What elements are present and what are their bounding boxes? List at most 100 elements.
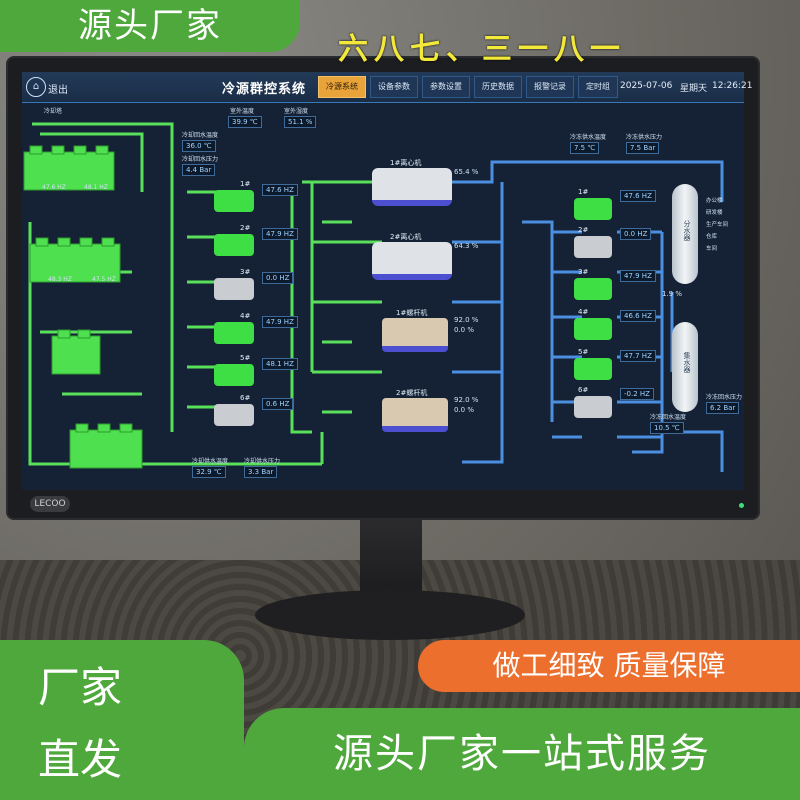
code-text: 六八七、三一八一 xyxy=(338,32,626,67)
chilled-pump-frequency: -0.2 HZ xyxy=(620,388,654,400)
chilled-pump-icon[interactable] xyxy=(574,318,612,340)
system-title: 冷源群控系统 xyxy=(222,82,307,97)
chilled-pump-frequency: 47.9 HZ xyxy=(620,270,656,282)
tab-device-params[interactable]: 设备参数 xyxy=(370,76,418,98)
chiller-load-secondary: 0.0 % xyxy=(454,406,475,414)
branch-label: 仓库 xyxy=(706,234,718,240)
outdoor-humidity-label: 室外湿度 xyxy=(284,108,309,115)
tab-timer-groups[interactable]: 定时组 xyxy=(578,76,618,98)
screw-chiller-icon[interactable] xyxy=(382,398,448,432)
cooling-pump-frequency: 47.6 HZ xyxy=(262,184,298,196)
outdoor-humidity-value: 51.1 % xyxy=(284,116,317,128)
chilled-supply-temp-label: 冷冻供水温度 xyxy=(570,134,607,141)
cooling-tower-label: 冷却塔 xyxy=(44,108,63,115)
monitor-brand-logo: LECOO xyxy=(30,496,70,512)
current-date: 2025-07-06 xyxy=(620,81,673,91)
cooling-tower-units xyxy=(23,145,143,469)
cooling-return-pressure-label: 冷却回水压力 xyxy=(182,156,219,163)
cooling-supply-temp-label: 冷却供水温度 xyxy=(192,458,229,465)
collector-label: 集水器 xyxy=(683,352,691,373)
cooling-pump-number: 1# xyxy=(240,180,251,188)
chilled-pump-icon[interactable] xyxy=(574,358,612,380)
distributor-tank xyxy=(672,184,698,284)
cooling-supply-pressure-value: 3.3 Bar xyxy=(244,466,278,478)
chiller-load-secondary: 0.0 % xyxy=(454,326,475,334)
chiller-load: 64.3 % xyxy=(454,242,479,250)
cooling-return-temp-label: 冷却回水温度 xyxy=(182,132,219,139)
branch-label: 生产车间 xyxy=(706,222,729,228)
chiller-load: 65.4 % xyxy=(454,168,479,176)
current-weekday: 星期天 xyxy=(680,84,708,94)
bottom-left-line2: 直发 xyxy=(38,735,123,784)
chiller-load: 92.0 % xyxy=(454,396,479,404)
monitor-stand-base xyxy=(255,590,525,640)
bottom-left-banner: 厂家 直发 xyxy=(0,640,244,800)
screw-chiller-icon[interactable] xyxy=(382,318,448,352)
cooling-pump-number: 4# xyxy=(240,312,251,320)
bypass-valve-value: 1.9 % xyxy=(662,290,683,298)
chilled-pump-icon[interactable] xyxy=(574,198,612,220)
centrifugal-chiller-icon[interactable] xyxy=(372,242,452,280)
chilled-pump-number: 3# xyxy=(578,268,589,276)
centrifugal-chiller-icon[interactable] xyxy=(372,168,452,206)
service-banner: 源头厂家一站式服务 xyxy=(244,708,800,800)
chiller-name: 2#螺杆机 xyxy=(396,389,428,397)
cooling-pump-icon[interactable] xyxy=(214,364,254,386)
cooling-supply-temp-value: 32.9 ℃ xyxy=(192,466,226,478)
cooling-pump-icon[interactable] xyxy=(214,190,254,212)
chilled-return-temp-label: 冷冻回水温度 xyxy=(650,414,687,421)
chilled-return-pressure-value: 6.2 Bar xyxy=(706,402,740,414)
chiller-load: 92.0 % xyxy=(454,316,479,324)
chilled-return-pressure-label: 冷冻回水压力 xyxy=(706,394,743,401)
branch-label: 办公楼 xyxy=(706,198,723,204)
nav-tabs: 冷源系统 设备参数 参数设置 历史数据 报警记录 定时组 xyxy=(318,76,618,98)
chiller-name: 2#离心机 xyxy=(390,233,422,241)
chilled-pump-icon[interactable] xyxy=(574,236,612,258)
monitor: LECOO xyxy=(8,58,758,518)
branch-label: 研发楼 xyxy=(706,210,723,216)
chilled-pump-frequency: 47.7 HZ xyxy=(620,350,656,362)
chilled-pump-number: 4# xyxy=(578,308,589,316)
tab-alarms[interactable]: 报警记录 xyxy=(526,76,574,98)
cooling-return-pressure-value: 4.4 Bar xyxy=(182,164,216,176)
cooling-pump-number: 5# xyxy=(240,354,251,362)
chilled-pump-icon[interactable] xyxy=(574,278,612,300)
power-indicator-icon xyxy=(739,503,744,508)
chilled-pump-frequency: 47.6 HZ xyxy=(620,190,656,202)
cooling-pump-frequency: 0.0 HZ xyxy=(262,272,294,284)
chilled-pump-frequency: 0.0 HZ xyxy=(620,228,652,240)
cooling-pump-icon[interactable] xyxy=(214,404,254,426)
cooling-pump-icon[interactable] xyxy=(214,322,254,344)
chilled-pump-frequency: 46.6 HZ xyxy=(620,310,656,322)
tower-frequency: 47.5 HZ xyxy=(92,276,116,283)
cooling-pump-frequency: 0.6 HZ xyxy=(262,398,294,410)
chilled-pump-icon[interactable] xyxy=(574,396,612,418)
cooling-pump-frequency: 47.9 HZ xyxy=(262,316,298,328)
tower-frequency: 48.3 HZ xyxy=(48,276,72,283)
cooling-pump-number: 3# xyxy=(240,268,251,276)
quality-banner: 做工细致 质量保障 xyxy=(418,640,800,692)
hmi-screen: ⌂ 退出 冷源群控系统 冷源系统 设备参数 参数设置 历史数据 报警记录 定时组… xyxy=(22,72,752,490)
cooling-pump-number: 6# xyxy=(240,394,251,402)
tab-param-settings[interactable]: 参数设置 xyxy=(422,76,470,98)
tab-chiller-system[interactable]: 冷源系统 xyxy=(318,76,366,98)
tab-history[interactable]: 历史数据 xyxy=(474,76,522,98)
current-time: 12:26:21 xyxy=(712,81,753,91)
exit-button[interactable]: 退出 xyxy=(48,85,68,96)
chilled-return-temp-value: 10.5 ℃ xyxy=(650,422,684,434)
chilled-pump-number: 2# xyxy=(578,226,589,234)
cooling-pump-number: 2# xyxy=(240,224,251,232)
cooling-supply-pressure-label: 冷却供水压力 xyxy=(244,458,281,465)
cooling-pump-frequency: 48.1 HZ xyxy=(262,358,298,370)
tower-frequency: 48.1 HZ xyxy=(84,184,108,191)
chilled-supply-pressure-label: 冷冻供水压力 xyxy=(626,134,663,141)
hmi-header: ⌂ 退出 冷源群控系统 冷源系统 设备参数 参数设置 历史数据 报警记录 定时组… xyxy=(22,72,752,103)
chiller-name: 1#螺杆机 xyxy=(396,309,428,317)
cooling-return-temp-value: 36.0 ℃ xyxy=(182,140,216,152)
chilled-pump-number: 6# xyxy=(578,386,589,394)
home-icon[interactable]: ⌂ xyxy=(26,77,46,97)
cooling-pump-icon[interactable] xyxy=(214,278,254,300)
cooling-pump-icon[interactable] xyxy=(214,234,254,256)
cooling-pump-frequency: 47.9 HZ xyxy=(262,228,298,240)
chilled-pump-number: 1# xyxy=(578,188,589,196)
